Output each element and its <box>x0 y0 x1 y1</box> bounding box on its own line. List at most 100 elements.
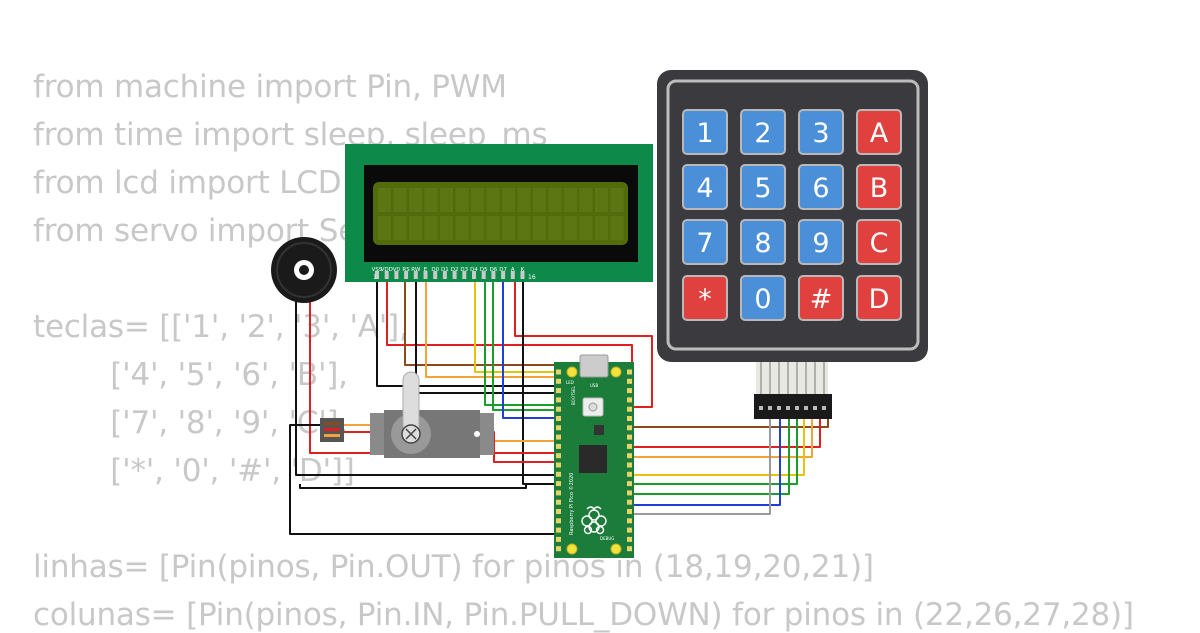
pico-pin-right[interactable] <box>627 434 632 440</box>
pico-pin-right[interactable] <box>627 443 632 449</box>
code-line: from lcd import LCD <box>33 165 342 201</box>
key-digit[interactable]: 9 <box>798 219 844 265</box>
pico-pin-right[interactable] <box>627 490 632 496</box>
pico-pin-right[interactable] <box>627 388 632 394</box>
pico-pin-left[interactable] <box>556 434 561 440</box>
key-letter[interactable]: # <box>798 275 844 321</box>
keypad-pin[interactable] <box>822 406 826 410</box>
pico-pin-right[interactable] <box>627 416 632 421</box>
lcd-pin[interactable] <box>394 271 399 279</box>
lcd-pin[interactable] <box>510 271 515 279</box>
lcd-pin[interactable] <box>375 271 379 279</box>
lcd-char-cell <box>440 188 453 212</box>
lcd-pin[interactable] <box>472 271 476 279</box>
lcd-pin[interactable] <box>433 271 438 279</box>
keypad-pin[interactable] <box>813 406 817 410</box>
pico-pin-left[interactable] <box>556 499 561 505</box>
pico-pin-left[interactable] <box>556 481 561 487</box>
key-letter[interactable]: B <box>856 164 902 210</box>
key-letter[interactable]: * <box>682 275 728 321</box>
lcd-char-cell <box>455 216 469 240</box>
pico-pin-left[interactable] <box>556 453 561 459</box>
keypad-pin[interactable] <box>768 406 772 410</box>
key-digit[interactable]: 4 <box>682 164 728 210</box>
pico-pin-right[interactable] <box>627 509 632 514</box>
pico-pin-right[interactable] <box>627 369 632 375</box>
pico-pin-right[interactable] <box>627 425 632 431</box>
key-label: D <box>869 284 890 315</box>
pico-pin-left[interactable] <box>556 490 561 496</box>
pico-pin-left[interactable] <box>556 518 561 524</box>
pico-pin-left[interactable] <box>556 462 561 468</box>
pico-pin-right[interactable] <box>627 518 632 524</box>
pico-pin-left[interactable] <box>556 443 561 449</box>
lcd-pin-label: D6 <box>490 267 498 273</box>
pico-pin-left[interactable] <box>556 509 561 514</box>
pico-pin-left[interactable] <box>556 536 561 542</box>
key-digit[interactable]: 8 <box>740 219 786 265</box>
pico-pin-right[interactable] <box>627 481 632 487</box>
pico-pin-right[interactable] <box>627 499 632 505</box>
keypad-pin[interactable] <box>777 406 781 410</box>
lcd-pin[interactable] <box>423 271 428 279</box>
key-digit[interactable]: 7 <box>682 219 728 265</box>
pico-debug-label: DEBUG <box>600 536 614 541</box>
lcd-pin[interactable] <box>520 271 525 279</box>
keypad-pin[interactable] <box>795 406 799 410</box>
pico-pin-left[interactable] <box>556 378 561 384</box>
wire-lcd-e <box>425 276 558 378</box>
pico-pin-left[interactable] <box>556 527 561 533</box>
pico-pin-right[interactable] <box>627 397 632 403</box>
pico-pin-left[interactable] <box>556 388 561 394</box>
keypad-frame <box>666 79 920 351</box>
pico-pin-right[interactable] <box>627 527 632 533</box>
pico-pin-left[interactable] <box>556 471 561 477</box>
servo-motor[interactable] <box>320 371 494 458</box>
lcd-pin[interactable] <box>384 271 389 279</box>
lcd-char-cell <box>610 216 624 240</box>
pico-pin-left[interactable] <box>556 425 561 431</box>
key-digit[interactable]: 3 <box>798 109 844 155</box>
pico-pin-right[interactable] <box>627 546 632 552</box>
lcd-pin[interactable] <box>491 271 496 279</box>
keypad-pin[interactable] <box>786 406 790 410</box>
key-letter[interactable]: A <box>856 109 902 155</box>
lcd-pin[interactable] <box>452 271 457 279</box>
pico-pin-right[interactable] <box>627 378 632 384</box>
lcd-pin[interactable] <box>404 271 409 279</box>
lcd-char-cell <box>471 188 484 212</box>
pico-pin-right[interactable] <box>627 462 632 468</box>
lcd-pin[interactable] <box>481 271 486 279</box>
key-letter[interactable]: D <box>856 275 902 321</box>
pico-pin-left[interactable] <box>556 369 561 375</box>
lcd-pin[interactable] <box>501 271 506 279</box>
pico-pin-right[interactable] <box>627 453 632 459</box>
pico-pin-right[interactable] <box>627 536 632 542</box>
keypad-pin[interactable] <box>804 406 808 410</box>
key-digit[interactable]: 2 <box>740 109 786 155</box>
key-face <box>682 109 728 155</box>
key-digit[interactable]: 1 <box>682 109 728 155</box>
pico-pin-right[interactable] <box>627 406 632 412</box>
key-digit[interactable]: 5 <box>740 164 786 210</box>
pico-pin-left[interactable] <box>556 546 561 552</box>
pico-mount-hole-tr <box>610 366 622 378</box>
lcd-pin[interactable] <box>462 271 467 279</box>
lcd-pin[interactable] <box>413 271 418 279</box>
key-face <box>682 219 728 265</box>
pico-pin-left[interactable] <box>556 416 561 421</box>
pico-pin-right[interactable] <box>627 471 632 477</box>
key-letter[interactable]: C <box>856 219 902 265</box>
lcd-pin[interactable] <box>442 271 447 279</box>
key-face <box>682 275 728 321</box>
pico-pin-left[interactable] <box>556 406 561 412</box>
wire-lcd-d6 <box>492 276 558 411</box>
pico-pin-left[interactable] <box>556 397 561 403</box>
key-digit[interactable]: 6 <box>798 164 844 210</box>
buzzer[interactable] <box>271 237 337 303</box>
wire-servo-gnd <box>289 424 558 535</box>
key-label: A <box>870 118 889 149</box>
key-digit[interactable]: 0 <box>740 275 786 321</box>
keypad-pin[interactable] <box>759 406 763 410</box>
